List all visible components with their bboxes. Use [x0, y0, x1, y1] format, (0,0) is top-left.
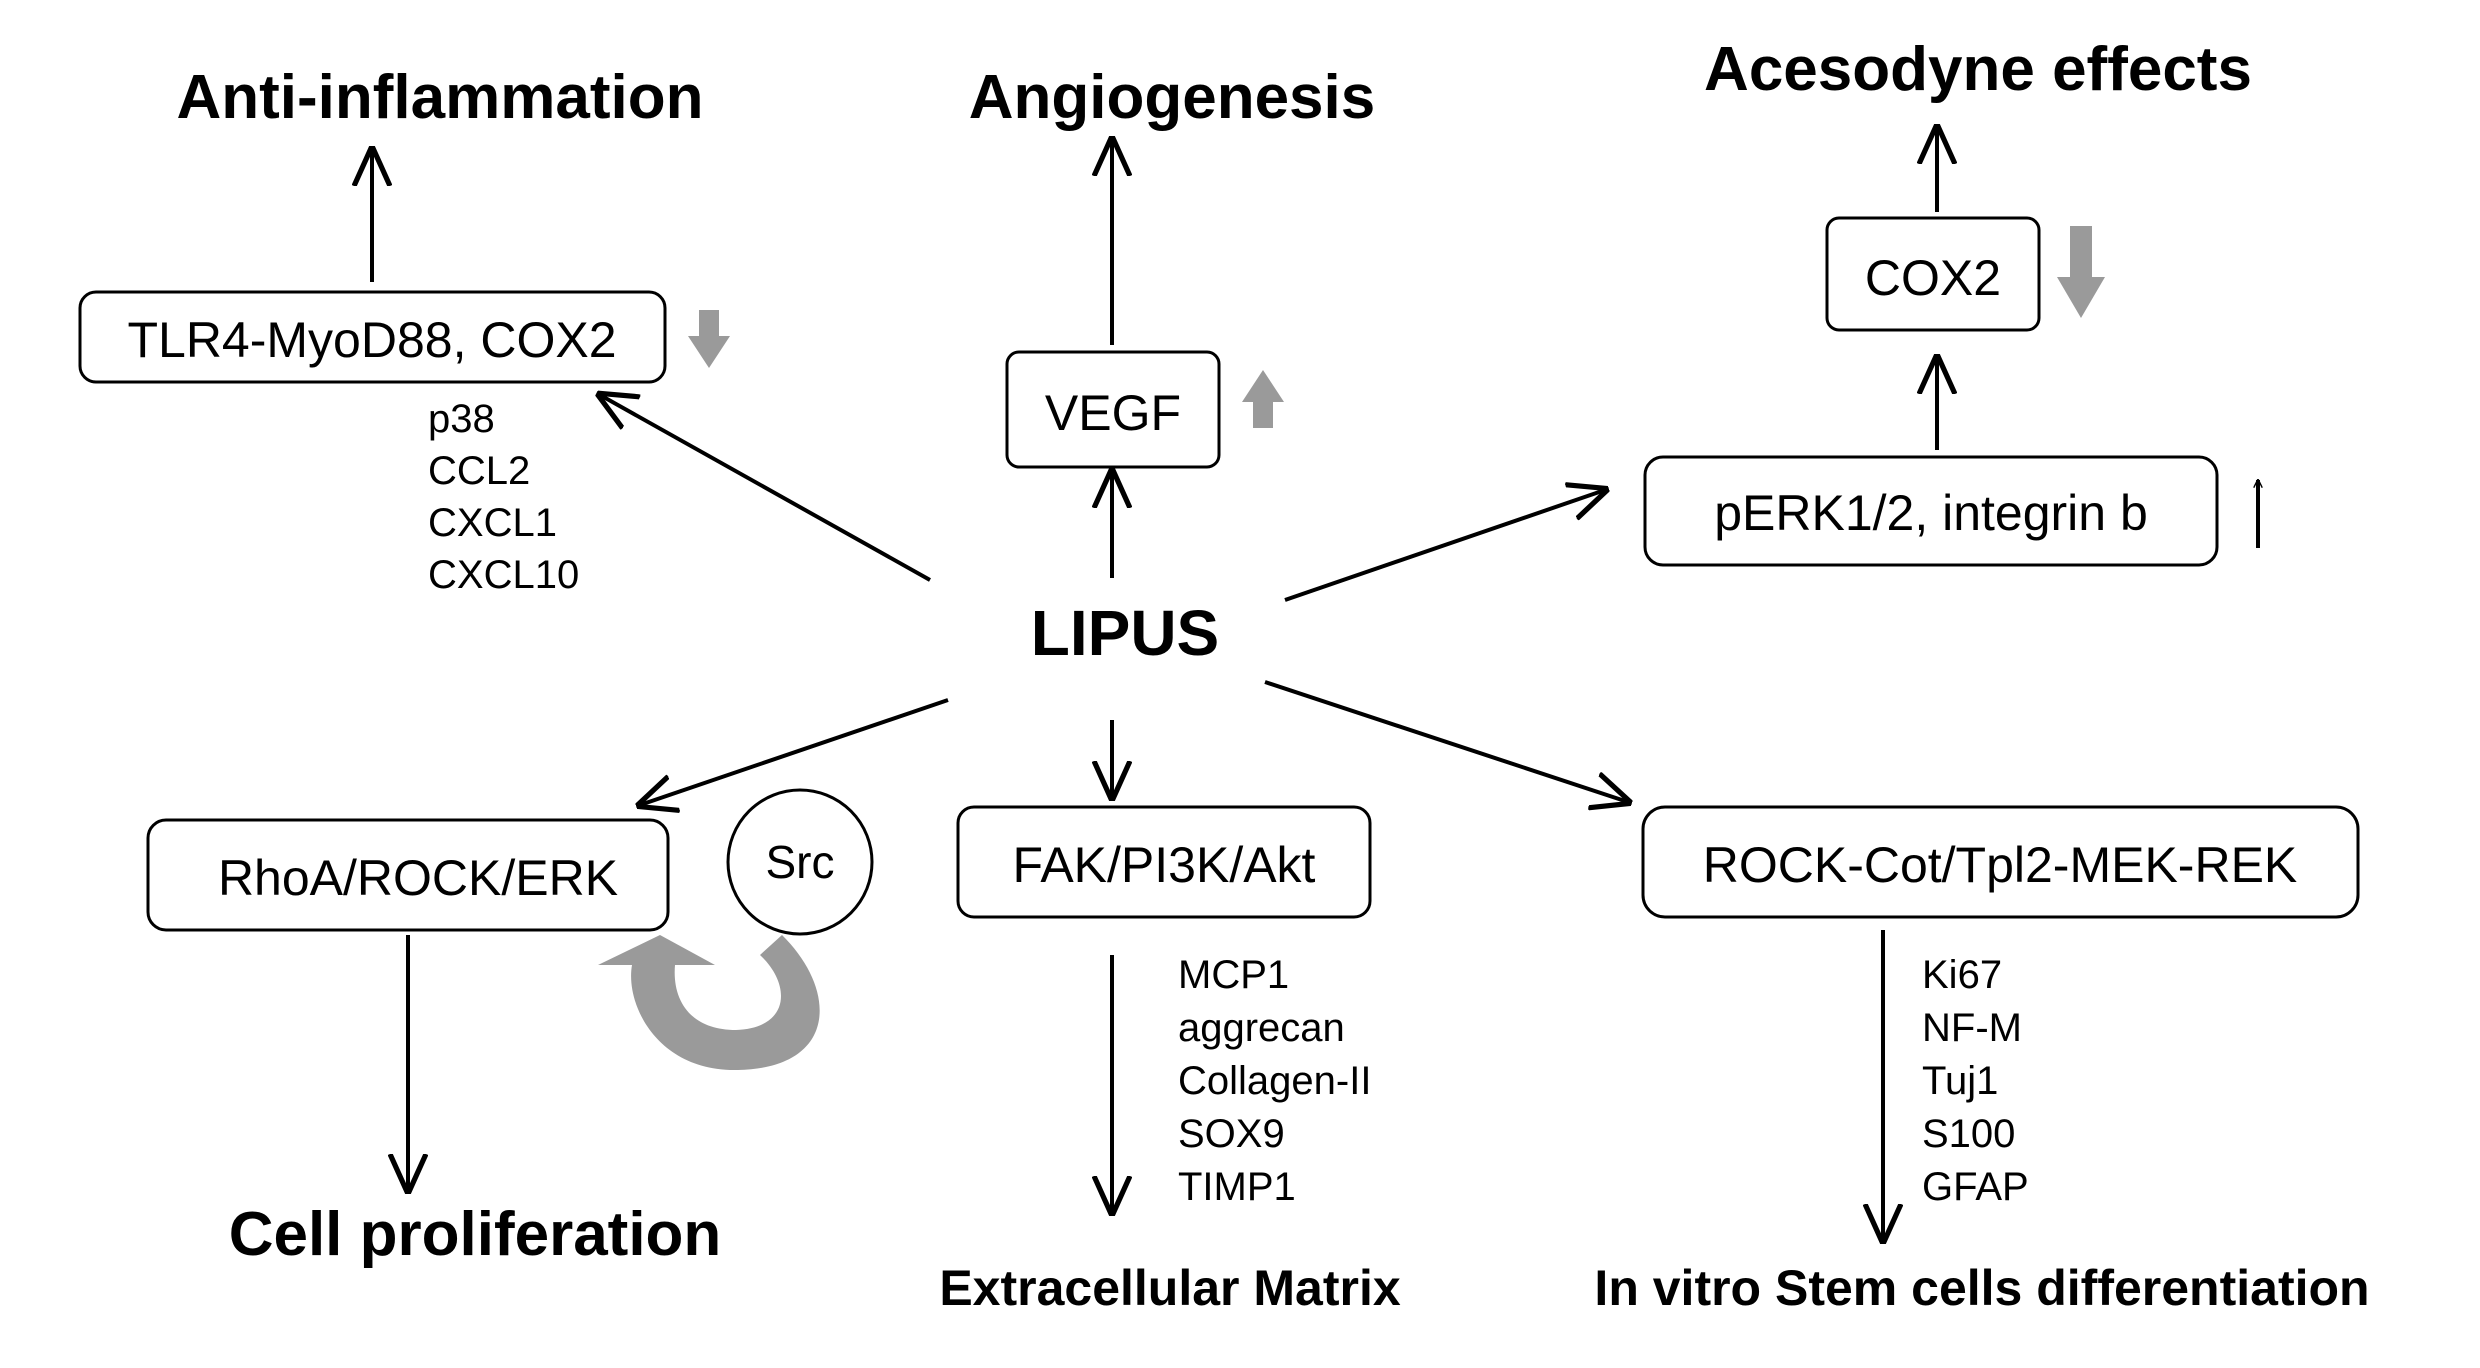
- marker-item: CXCL10: [428, 553, 579, 597]
- outcome-extracellular-matrix: Extracellular Matrix: [939, 1260, 1401, 1316]
- src-circle: [726, 788, 874, 936]
- connectors: [372, 128, 1937, 1240]
- marker-item: p38: [428, 397, 495, 441]
- fak-box: [956, 805, 1372, 919]
- stem-marker-list: Ki67 NF-M Tuj1 S100 GFAP: [1922, 953, 2029, 1209]
- ecm-marker-list: MCP1 aggrecan Collagen-II SOX9 TIMP1: [1178, 953, 1371, 1209]
- marker-item: aggrecan: [1178, 1006, 1345, 1050]
- arrow-lipus-to-rhoa: [640, 698, 949, 805]
- down-arrow-icon: [688, 310, 730, 368]
- marker-item: TIMP1: [1178, 1165, 1296, 1209]
- center-label: LIPUS: [1031, 597, 1219, 669]
- outcome-anti-inflammation: Anti-inflammation: [177, 63, 704, 132]
- arrow-lipus-to-perk: [1284, 490, 1605, 602]
- outcome-angiogenesis: Angiogenesis: [969, 63, 1376, 132]
- cox2-label: COX2: [1865, 250, 2001, 306]
- marker-item: MCP1: [1178, 953, 1289, 997]
- rock-cot-box: [1641, 805, 2360, 919]
- arrow-lipus-to-rock-cot: [1264, 680, 1628, 802]
- src-label: Src: [766, 836, 835, 888]
- rhoa-box: [146, 818, 670, 932]
- vegf-label: VEGF: [1045, 385, 1181, 441]
- outcome-stem-cells: In vitro Stem cells differentiation: [1594, 1260, 2369, 1316]
- inflammation-marker-list: p38 CCL2 CXCL1 CXCL10: [428, 397, 579, 597]
- marker-item: Ki67: [1922, 953, 2002, 997]
- down-arrow-icon: [2057, 226, 2105, 318]
- marker-item: GFAP: [1922, 1165, 2029, 1209]
- marker-item: S100: [1922, 1112, 2015, 1156]
- vegf-box: [1005, 350, 1221, 469]
- marker-item: Collagen-II: [1178, 1059, 1371, 1103]
- marker-item: CCL2: [428, 449, 530, 493]
- marker-item: SOX9: [1178, 1112, 1285, 1156]
- marker-item: NF-M: [1922, 1006, 2022, 1050]
- arrow-lipus-to-tlr4: [600, 395, 931, 582]
- outcome-cell-proliferation: Cell proliferation: [229, 1200, 722, 1269]
- rhoa-label: RhoA/ROCK/ERK: [218, 850, 618, 906]
- rock-cot-label: ROCK-Cot/Tpl2-MEK-REK: [1703, 837, 2298, 893]
- marker-item: CXCL1: [428, 501, 557, 545]
- curved-feedback-arrow-icon: [598, 935, 820, 1071]
- fak-label: FAK/PI3K/Akt: [1013, 837, 1316, 893]
- perk-box: [1643, 455, 2219, 567]
- outcome-acesodyne: Acesodyne effects: [1704, 35, 2252, 104]
- up-arrow-icon: [1242, 370, 1284, 428]
- marker-item: Tuj1: [1922, 1059, 1998, 1103]
- tlr4-box: [78, 290, 667, 384]
- tlr4-label: TLR4-MyoD88, COX2: [127, 312, 616, 368]
- perk-label: pERK1/2, integrin b: [1714, 485, 2148, 541]
- cox2-box: [1825, 216, 2041, 332]
